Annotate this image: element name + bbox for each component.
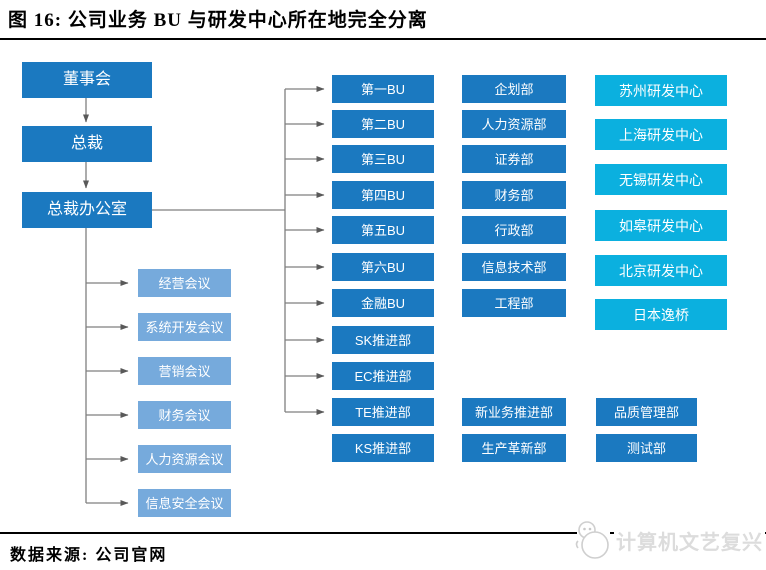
dept-lower-box-1: 生产革新部	[462, 434, 566, 462]
dept-box-4: 行政部	[462, 216, 566, 244]
bu-box-8: EC推进部	[332, 362, 434, 390]
rd-box-4: 北京研发中心	[595, 255, 727, 286]
bu-box-7: SK推进部	[332, 326, 434, 354]
dept-lower-box-0: 新业务推进部	[462, 398, 566, 426]
meeting-box-5: 信息安全会议	[138, 489, 231, 517]
meeting-box-2: 营销会议	[138, 357, 231, 385]
rd-box-5: 日本逸桥	[595, 299, 727, 330]
bu-box-9: TE推进部	[332, 398, 434, 426]
dept-box-6: 工程部	[462, 289, 566, 317]
rd-box-0: 苏州研发中心	[595, 75, 727, 106]
qa-box-0: 品质管理部	[596, 398, 697, 426]
bu-box-5: 第六BU	[332, 253, 434, 281]
bu-box-10: KS推进部	[332, 434, 434, 462]
bu-box-2: 第三BU	[332, 145, 434, 173]
meeting-box-1: 系统开发会议	[138, 313, 231, 341]
dept-box-0: 企划部	[462, 75, 566, 103]
rd-box-2: 无锡研发中心	[595, 164, 727, 195]
rd-box-1: 上海研发中心	[595, 119, 727, 150]
rd-box-3: 如皋研发中心	[595, 210, 727, 241]
bu-box-0: 第一BU	[332, 75, 434, 103]
exec-box-1: 总裁	[22, 126, 152, 162]
dept-box-2: 证券部	[462, 145, 566, 173]
dept-box-1: 人力资源部	[462, 110, 566, 138]
dept-box-3: 财务部	[462, 181, 566, 209]
watermark-logo-icon	[575, 521, 609, 559]
meeting-box-0: 经营会议	[138, 269, 231, 297]
meeting-box-3: 财务会议	[138, 401, 231, 429]
bu-box-6: 金融BU	[332, 289, 434, 317]
exec-box-0: 董事会	[22, 62, 152, 98]
source-note: 数据来源: 公司官网	[10, 547, 168, 564]
qa-box-1: 测试部	[596, 434, 697, 462]
bu-box-1: 第二BU	[332, 110, 434, 138]
bu-box-4: 第五BU	[332, 216, 434, 244]
exec-box-2: 总裁办公室	[22, 192, 152, 228]
bottom-divider-left	[0, 532, 577, 534]
title-divider	[0, 38, 766, 40]
watermark-text: 计算机文艺复兴	[614, 526, 765, 555]
watermark: 计算机文艺复兴	[570, 515, 766, 565]
meeting-box-4: 人力资源会议	[138, 445, 231, 473]
bu-box-3: 第四BU	[332, 181, 434, 209]
dept-box-5: 信息技术部	[462, 253, 566, 281]
figure-title: 图 16: 公司业务 BU 与研发中心所在地完全分离	[8, 10, 428, 31]
